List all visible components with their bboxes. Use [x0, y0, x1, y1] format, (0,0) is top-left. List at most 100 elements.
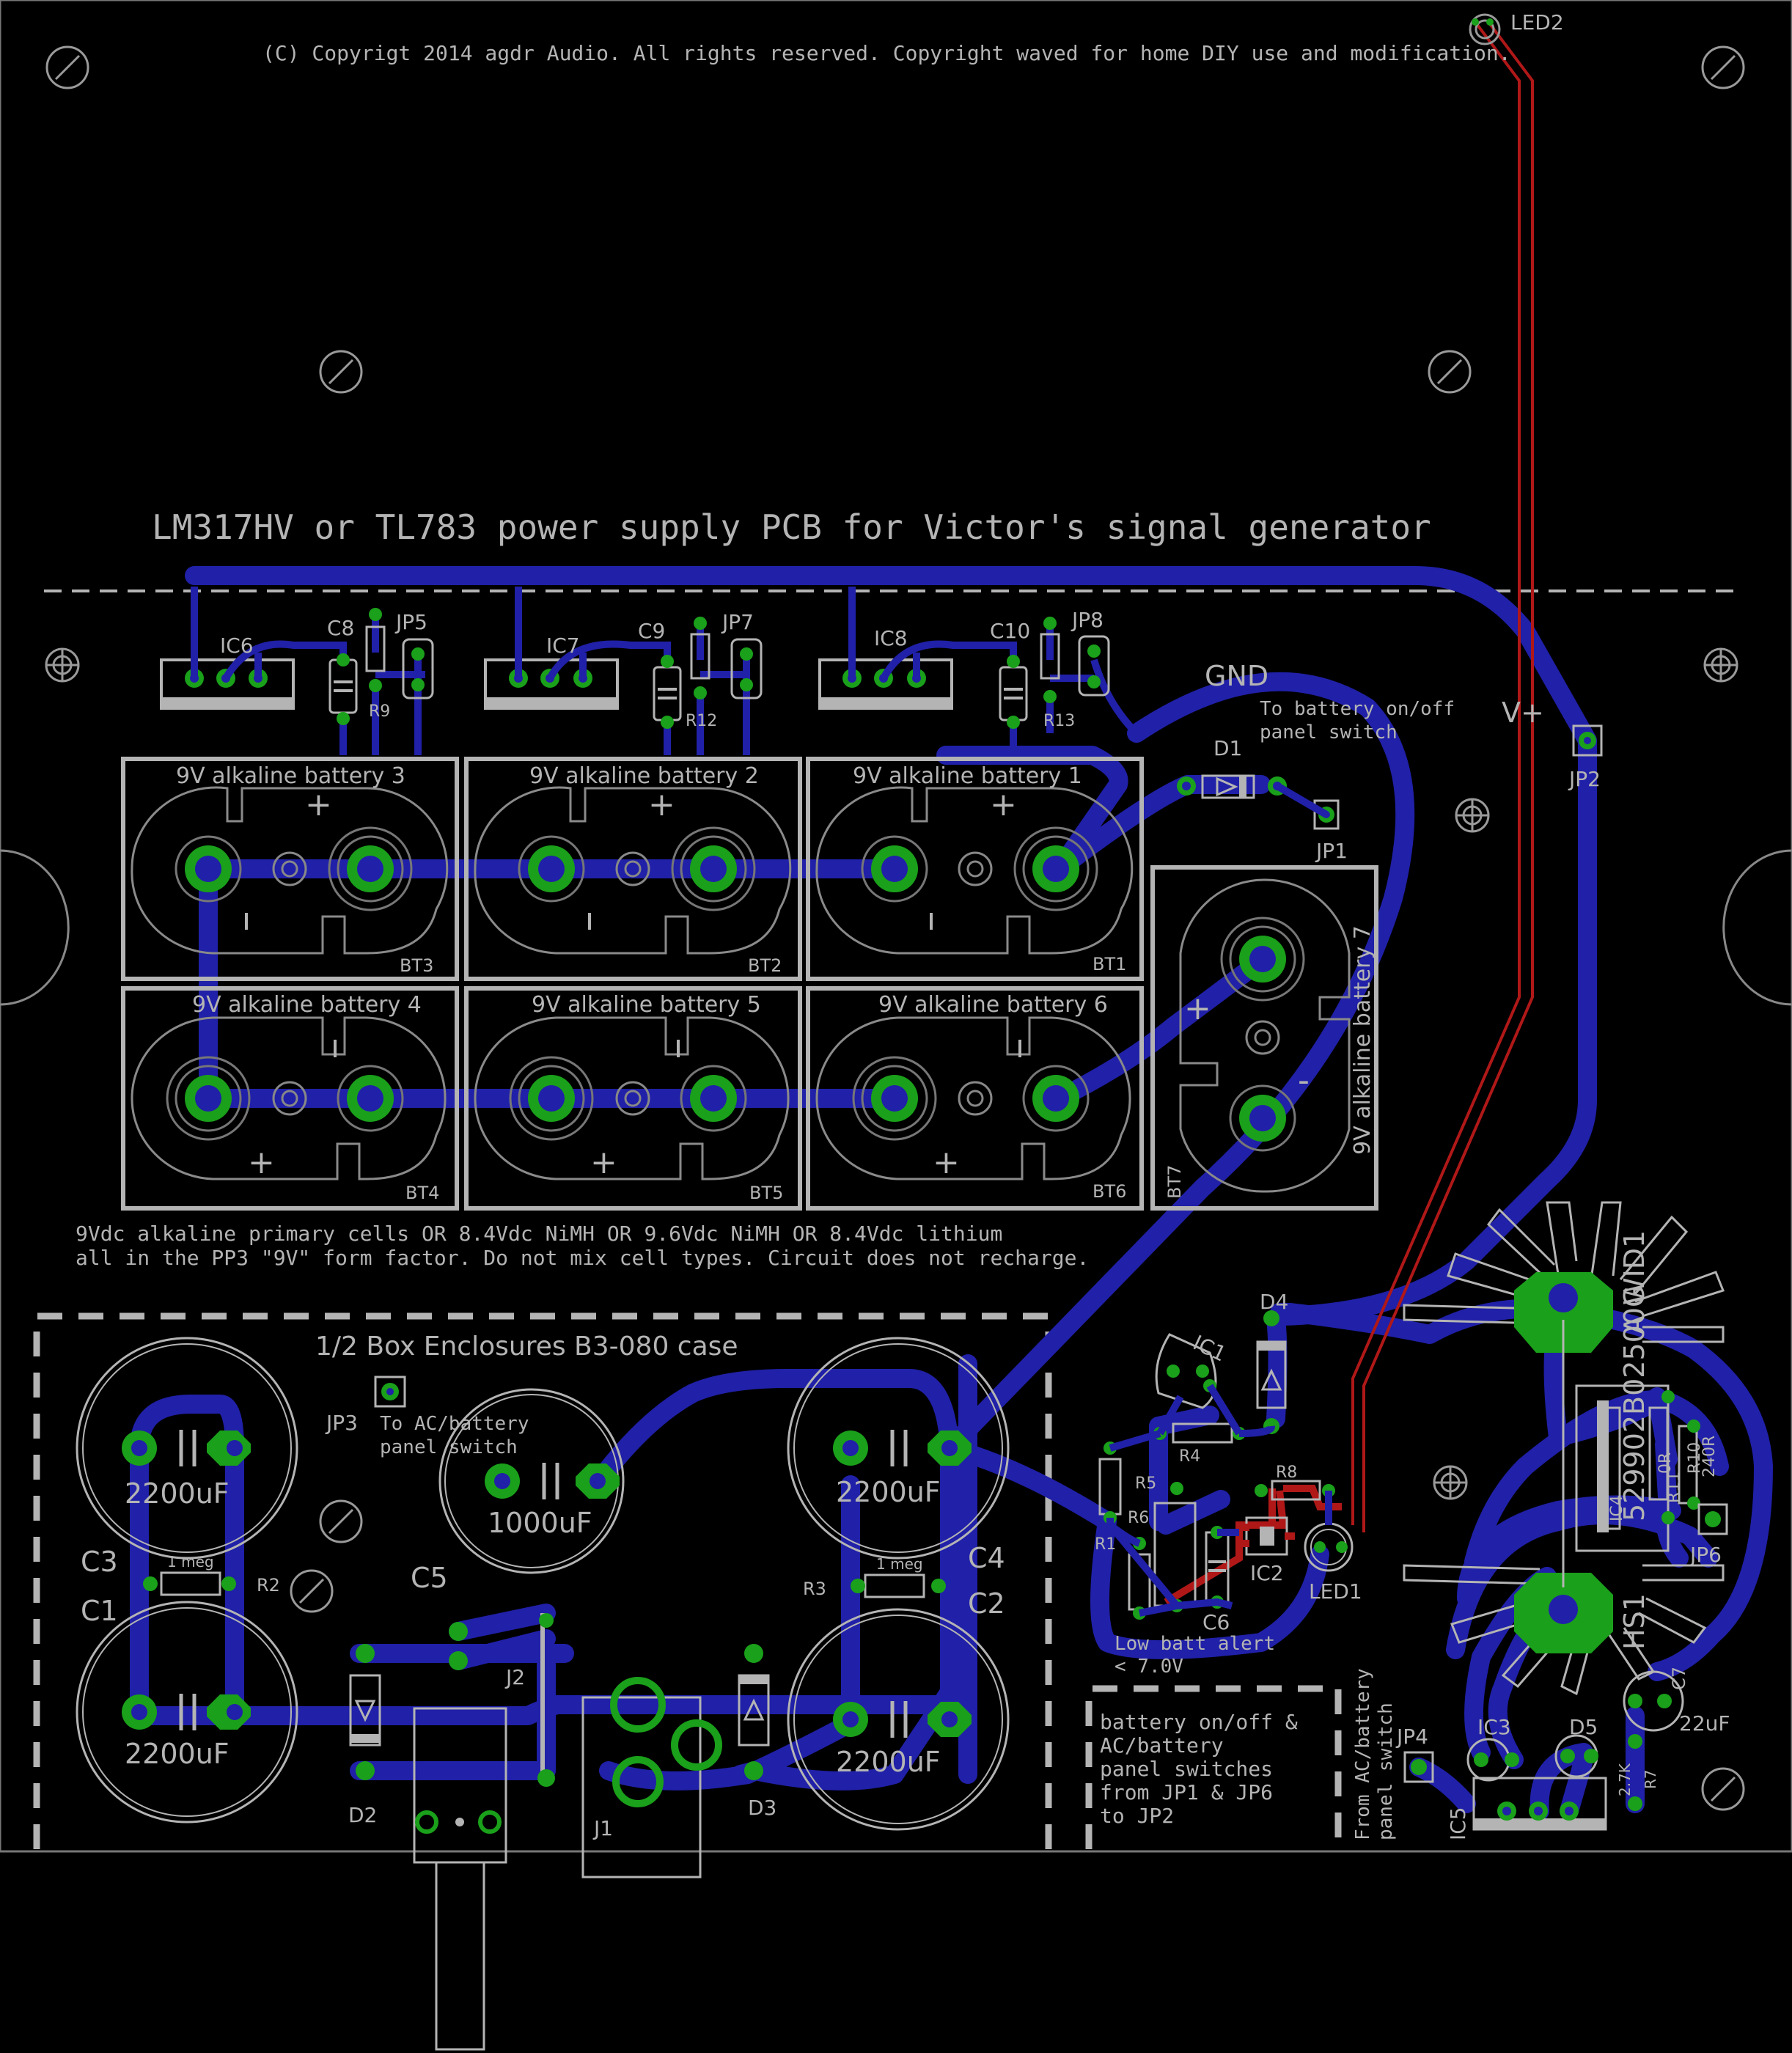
switch-note-4: from JP1 & JP6: [1100, 1780, 1273, 1804]
label-ic4: IC4: [1608, 1495, 1626, 1521]
j2-connector: [449, 1613, 555, 1787]
label-jp7: JP7: [721, 610, 754, 634]
mounting-hole-icon: [1428, 350, 1472, 394]
silkscreen-text: (C) Copyrigt 2014 agdr Audio. All rights…: [76, 10, 1730, 1840]
label-j2: J2: [504, 1665, 525, 1689]
label-r13: R13: [1043, 712, 1075, 730]
regulator-ic7: [484, 658, 619, 710]
label-jp2: JP2: [1568, 767, 1601, 791]
battery-holders: [121, 757, 1378, 1211]
battery-7-ref: BT7: [1164, 1165, 1185, 1199]
battery-6-ref: BT6: [1093, 1181, 1126, 1202]
polarity-plus: +: [305, 786, 332, 823]
label-ic2: IC2: [1250, 1561, 1284, 1585]
label-gnd: GND: [1205, 660, 1268, 692]
label-r1: R1: [1095, 1535, 1116, 1554]
ic1: [1155, 1333, 1217, 1409]
label-ic8: IC8: [874, 626, 908, 650]
label-r7: R7: [1642, 1769, 1659, 1789]
label-r4: R4: [1179, 1447, 1200, 1466]
jp1-trace: [1275, 782, 1329, 818]
label-jp5: JP5: [394, 610, 427, 634]
enclosure-outline: [33, 1312, 1052, 1849]
battery-3-title: 9V alkaline battery 3: [176, 763, 405, 789]
label-ic1: IC1: [1189, 1330, 1230, 1366]
regulator-passives: [328, 608, 1110, 729]
cap-c2-value: 2200uF: [836, 1746, 941, 1778]
low-batt-circuit: [1098, 1310, 1354, 1620]
regulator-traces: [191, 587, 1139, 755]
label-heatsink-part: 529902B02500G: [1618, 1286, 1650, 1521]
ic2: [1239, 1516, 1295, 1556]
label-jp4: JP4: [1395, 1725, 1428, 1749]
board-outline: [0, 0, 1792, 1853]
polarity-plus: +: [933, 1144, 960, 1181]
cap-c1: [76, 1601, 298, 1824]
label-d4: D4: [1260, 1290, 1288, 1314]
jumper-jp5: [402, 638, 434, 699]
cap-c2: [787, 1608, 1010, 1831]
mounting-hole-icon: [290, 1569, 334, 1613]
label-240r: 240R: [1700, 1436, 1719, 1477]
mounting-hole-icon: [45, 45, 89, 89]
label-r9: R9: [369, 702, 390, 721]
toggle-switch: [413, 1707, 507, 2051]
switch-note-1: battery on/off &: [1100, 1710, 1298, 1734]
label-jp6: JP6: [1689, 1543, 1722, 1567]
battery-1-ref: BT1: [1093, 954, 1126, 974]
label-r11-value: 0R: [1656, 1452, 1675, 1474]
battery-5-title: 9V alkaline battery 5: [532, 992, 761, 1018]
label-j1: J1: [592, 1816, 613, 1840]
polarity-minus: -: [1298, 1062, 1310, 1099]
cells-note-2: all in the PP3 "9V" form factor. Do not …: [76, 1246, 1089, 1270]
label-r2: R2: [257, 1575, 280, 1595]
battery-4-ref: BT4: [405, 1183, 439, 1203]
label-led1: LED1: [1309, 1579, 1362, 1604]
label-jp3: JP3: [325, 1411, 358, 1435]
label-22uf: 22uF: [1679, 1711, 1730, 1736]
label-c10: C10: [990, 619, 1030, 643]
battery-3-ref: BT3: [400, 955, 433, 976]
r2-value: 1 meg: [167, 1553, 214, 1571]
cap-c3-value: 2200uF: [125, 1477, 229, 1510]
label-c2: C2: [968, 1587, 1005, 1620]
low-batt-note-2: < 7.0V: [1115, 1656, 1183, 1678]
mounting-holes: [45, 45, 1745, 1811]
cap-c1-value: 2200uF: [125, 1738, 229, 1770]
battery-1-title: 9V alkaline battery 1: [853, 763, 1082, 789]
top-traces: [1164, 21, 1534, 1606]
switch-note-2: AC/battery: [1100, 1733, 1224, 1758]
mounting-hole-icon: [1433, 1465, 1468, 1500]
heatsink-hs1: [1403, 1201, 1725, 1696]
label-ic7: IC7: [546, 633, 580, 658]
polarity-plus: +: [1184, 990, 1211, 1027]
polarity-plus: +: [248, 1144, 275, 1181]
label-r10: R10: [1686, 1442, 1704, 1474]
battery-6-title: 9V alkaline battery 6: [878, 992, 1108, 1018]
label-wid1: WID1: [1618, 1230, 1650, 1305]
label-c7: C7: [1669, 1667, 1689, 1690]
label-c8: C8: [327, 616, 354, 640]
d2-diode: [349, 1644, 381, 1780]
label-c3: C3: [81, 1546, 118, 1578]
label-c9: C9: [638, 619, 665, 643]
label-c6: C6: [1202, 1610, 1230, 1634]
polarity-plus: +: [648, 786, 675, 823]
label-hs1: HS1: [1618, 1593, 1650, 1650]
ic4-area: [1601, 1390, 1728, 1535]
label-ic3: IC3: [1477, 1715, 1511, 1739]
ic5-area: [1403, 1670, 1684, 1831]
switch-note-3: panel switches: [1100, 1757, 1273, 1781]
cap-c9: [653, 655, 682, 729]
polarity-plus: +: [590, 1144, 617, 1181]
resistor-r12: [690, 617, 710, 699]
cap-c4-value: 2200uF: [836, 1476, 941, 1508]
mounting-hole-icon: [319, 350, 363, 394]
label-r6: R6: [1128, 1509, 1149, 1527]
ac-switch-note-1: To AC/battery: [380, 1413, 529, 1435]
label-led2: LED2: [1510, 10, 1564, 34]
label-wid-prefix: A: [1618, 1315, 1650, 1334]
board-title: LM317HV or TL783 power supply PCB for Vi…: [152, 507, 1431, 547]
label-ic5: IC5: [1446, 1807, 1470, 1840]
battery-switch-note-1: To battery on/off: [1260, 698, 1455, 720]
